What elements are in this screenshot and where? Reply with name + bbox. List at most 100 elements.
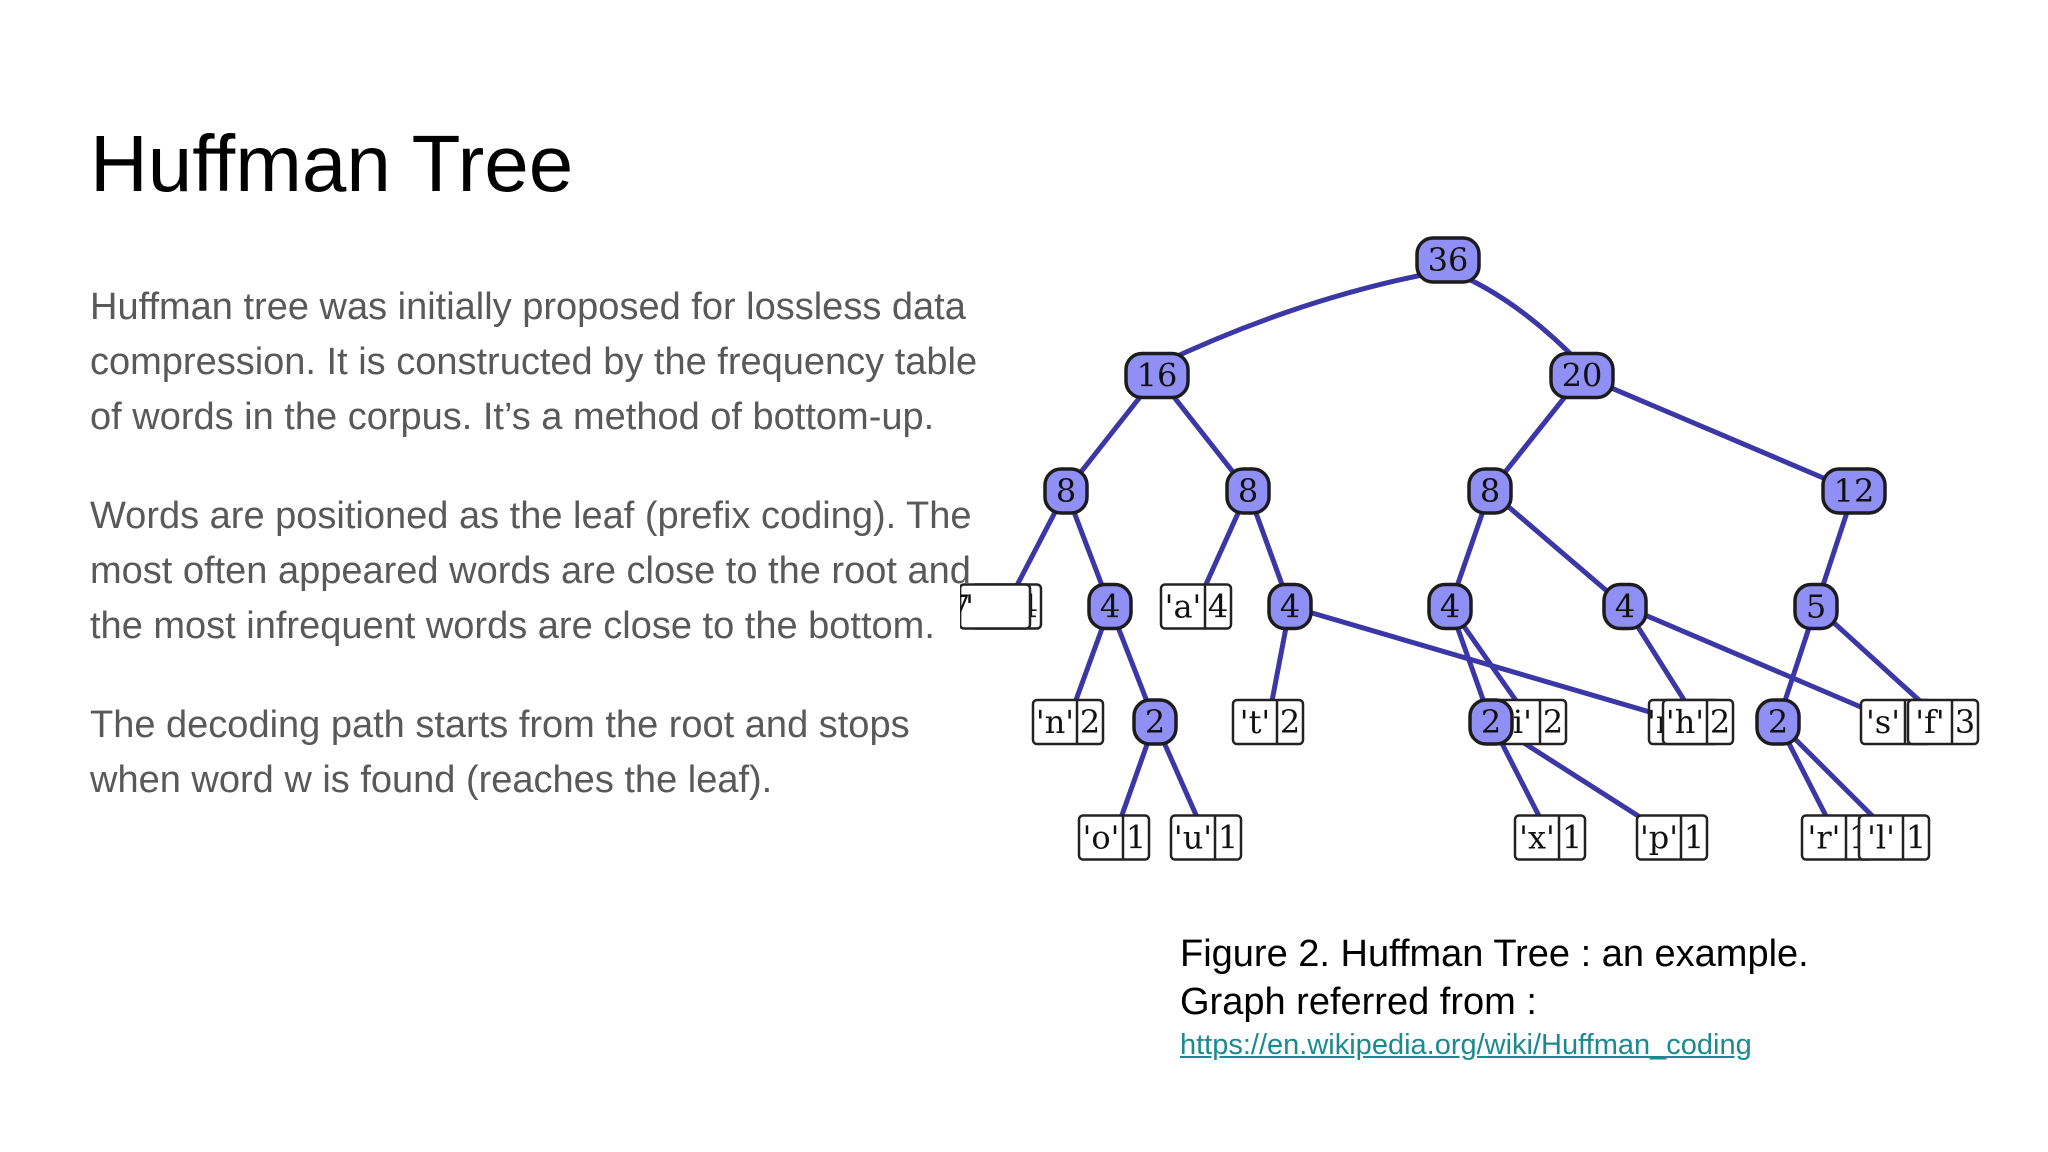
leaf-node: 'p'1	[1635, 814, 1709, 861]
internal-node-weight: 2	[1481, 703, 1501, 741]
slide-title: Huffman Tree	[90, 119, 574, 208]
tree-edge	[1624, 604, 1897, 725]
leaf-symbol: ' '	[960, 588, 974, 626]
internal-node-shape	[1124, 351, 1190, 400]
leaf-symbol: 'n'	[1036, 703, 1074, 741]
internal-node: 2	[1468, 698, 1514, 746]
tree-edge	[1155, 267, 1449, 368]
leaf-node: 'o'1	[1077, 814, 1151, 861]
internal-node-weight: 2	[1145, 703, 1165, 741]
leaf-node: ' '7	[960, 583, 1032, 630]
internal-node-weight: 5	[1806, 588, 1826, 626]
tree-edge	[1289, 604, 1685, 725]
leaf-node: 'h'2	[1661, 698, 1735, 746]
leaf-weight: 1	[1684, 819, 1704, 857]
leaf-symbol: 'l'	[1867, 819, 1895, 857]
leaf-node: 'x'1	[1513, 814, 1587, 861]
internal-node: 4	[1087, 582, 1133, 631]
leaf-node-box	[1077, 814, 1151, 861]
internal-node: 5	[1793, 582, 1839, 631]
internal-node-shape	[1225, 467, 1271, 515]
internal-node-weight: 20	[1562, 357, 1603, 395]
figure-caption: Figure 2. Huffman Tree : an example. Gra…	[1180, 930, 1820, 1064]
leaf-node: 't' 2	[1231, 698, 1305, 746]
internal-node-shape	[1821, 467, 1887, 515]
internal-node-weight: 8	[1056, 472, 1076, 510]
internal-node-shape	[1427, 582, 1473, 631]
slide-body: Huffman tree was initially proposed for …	[90, 280, 990, 808]
leaf-weight: 1	[1126, 819, 1146, 857]
leaf-node-box	[1857, 814, 1931, 861]
leaf-weight: 7	[960, 588, 970, 626]
internal-node-shape	[1602, 582, 1648, 631]
leaf-node-box	[1661, 698, 1735, 746]
leaf-weight: 4	[1208, 588, 1228, 626]
internal-node: 4	[1267, 582, 1313, 631]
leaf-symbol: 'x'	[1519, 819, 1555, 857]
tree-edge	[1581, 373, 1855, 494]
leaf-symbol: 'r'	[1808, 819, 1841, 857]
leaf-symbol: 'a'	[1165, 588, 1202, 626]
internal-node-weight: 36	[1428, 241, 1469, 279]
leaf-weight: 3	[1955, 703, 1975, 741]
internal-node-shape	[1467, 467, 1513, 515]
internal-node-shape	[1132, 698, 1178, 746]
internal-node-shape	[1468, 698, 1514, 746]
internal-node-weight: 2	[1768, 703, 1788, 741]
tree-edge	[1488, 489, 1627, 609]
internal-node-weight: 12	[1834, 472, 1875, 510]
internal-node-weight: 4	[1280, 588, 1300, 626]
caption-text: Figure 2. Huffman Tree : an example. Gra…	[1180, 933, 1809, 1023]
leaf-symbol: 'f'	[1915, 703, 1944, 741]
leaf-weight: 1	[1906, 819, 1926, 857]
leaf-node: 'f' 3	[1906, 698, 1980, 746]
internal-node-shape	[1755, 698, 1801, 746]
internal-node: 2	[1132, 698, 1178, 746]
leaf-symbol: 'h'	[1666, 703, 1704, 741]
internal-node-shape	[1793, 582, 1839, 631]
internal-node: 8	[1043, 467, 1089, 515]
leaf-node-box	[1513, 814, 1587, 861]
leaf-symbol: 't'	[1240, 703, 1270, 741]
internal-node-weight: 4	[1100, 588, 1120, 626]
leaf-weight: 2	[1280, 703, 1300, 741]
internal-node: 8	[1225, 467, 1271, 515]
internal-node-weight: 8	[1480, 472, 1500, 510]
leaf-symbol: 'u'	[1174, 819, 1212, 857]
leaf-node: 'a'4	[1159, 583, 1233, 630]
internal-node-shape	[1043, 467, 1089, 515]
leaf-weight: 2	[1710, 703, 1730, 741]
internal-node: 16	[1124, 351, 1190, 400]
leaf-weight: 2	[1543, 703, 1563, 741]
body-paragraph-1: Huffman tree was initially proposed for …	[90, 286, 978, 438]
internal-node-shape	[1267, 582, 1313, 631]
caption-source-link[interactable]: https://en.wikipedia.org/wiki/Huffman_co…	[1180, 1029, 1752, 1061]
leaf-weight: 2	[1080, 703, 1100, 741]
leaf-node-box	[1635, 814, 1709, 861]
internal-node: 36	[1415, 236, 1481, 284]
internal-node-weight: 4	[1440, 588, 1460, 626]
huffman-tree-diagram: 36168'e'44'n'22'o'1'u'18'a'44't'2'm'2208…	[960, 236, 1980, 861]
tree-edge	[1447, 267, 1584, 368]
body-paragraph-3: The decoding path starts from the root a…	[90, 704, 910, 801]
internal-node-shape	[1549, 351, 1615, 400]
internal-node: 2	[1755, 698, 1801, 746]
leaf-node-box	[960, 583, 1032, 630]
leaf-node-box	[1169, 814, 1243, 861]
leaf-symbol: 's'	[1866, 703, 1900, 741]
leaf-symbol: 'p'	[1640, 819, 1678, 857]
internal-node-shape	[1087, 582, 1133, 631]
internal-node: 20	[1549, 351, 1615, 400]
internal-node: 4	[1427, 582, 1473, 631]
leaf-node: 'n'2	[1031, 698, 1105, 746]
internal-node-weight: 8	[1238, 472, 1258, 510]
leaf-node-box	[1906, 698, 1980, 746]
body-paragraph-2: Words are positioned as the leaf (prefix…	[90, 495, 972, 647]
leaf-node-box	[1159, 583, 1233, 630]
leaf-node-box	[1031, 698, 1105, 746]
tree-nodes: 36168'e'44'n'22'o'1'u'18'a'44't'2'm'2208…	[960, 236, 1980, 861]
internal-node: 4	[1602, 582, 1648, 631]
leaf-symbol: 'o'	[1083, 819, 1120, 857]
internal-node-shape	[1415, 236, 1481, 284]
